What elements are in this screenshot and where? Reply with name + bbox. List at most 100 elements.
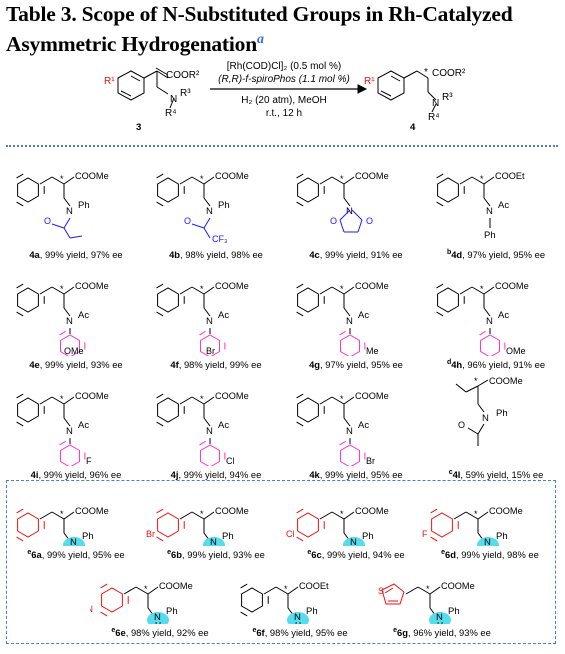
compound-4-label: 4 bbox=[410, 122, 416, 133]
svg-text:H: H bbox=[155, 620, 161, 624]
table-title: Table 3. Scope of N-Substituted Groups i… bbox=[6, 2, 561, 57]
scheme-structures bbox=[117, 67, 437, 113]
svg-text:Ac: Ac bbox=[218, 310, 229, 321]
caption-6a: e6a, 99% yield, 95% ee bbox=[6, 549, 146, 560]
svg-text:Ph: Ph bbox=[484, 230, 496, 241]
structure-6d: F*COOMeNHPh bbox=[422, 506, 523, 546]
svg-text:Ph: Ph bbox=[222, 531, 234, 542]
svg-text:Br: Br bbox=[206, 346, 215, 356]
structure-6e: O₂N*COOMeNHPh bbox=[90, 581, 193, 624]
caption-4b: 4b, 98% yield, 98% ee bbox=[146, 249, 286, 260]
svg-text:Ac: Ac bbox=[498, 310, 509, 321]
section-divider bbox=[6, 145, 558, 147]
svg-text:COOMe: COOMe bbox=[75, 171, 109, 181]
footnote-6d: e bbox=[441, 548, 446, 556]
condition-time: r.t., 12 h bbox=[265, 108, 303, 119]
svg-text:Br: Br bbox=[366, 456, 375, 466]
svg-text:COOMe: COOMe bbox=[75, 391, 109, 401]
svg-text:N: N bbox=[66, 426, 73, 437]
compound-id: 4k bbox=[309, 469, 320, 480]
compound-id: 4c bbox=[309, 249, 320, 260]
caption-6b: e6b, 99% yield, 93% ee bbox=[146, 549, 286, 560]
caption-4i: 4i, 99% yield, 96% ee bbox=[6, 469, 146, 480]
compound-6b: Br*COOMeNHPhe6b, 99% yield, 93% ee bbox=[146, 485, 286, 560]
svg-text:CF₃: CF₃ bbox=[212, 234, 228, 244]
footnote-6e: e bbox=[111, 626, 116, 634]
svg-text:O: O bbox=[330, 216, 337, 226]
svg-text:COOMe: COOMe bbox=[215, 281, 249, 291]
svg-text:*: * bbox=[340, 394, 344, 404]
svg-text:N: N bbox=[294, 612, 301, 623]
svg-text:F: F bbox=[86, 456, 92, 466]
svg-text:*: * bbox=[60, 284, 64, 294]
svg-text:N: N bbox=[482, 413, 489, 424]
compound-id: 6e bbox=[115, 627, 126, 638]
structure-6g: S*COOMeNHPh bbox=[378, 581, 475, 624]
yield-ee-text: , 96% yield, 91% ee bbox=[462, 359, 546, 370]
svg-text:COOEt: COOEt bbox=[495, 171, 525, 181]
r4-label: R⁴ bbox=[165, 108, 177, 119]
yield-ee-text: , 99% yield, 95% ee bbox=[41, 549, 125, 560]
svg-text:*: * bbox=[144, 584, 148, 594]
compound-id: 6b bbox=[171, 549, 182, 560]
svg-text:O₂N: O₂N bbox=[90, 604, 93, 614]
n-label: N bbox=[170, 94, 178, 105]
yield-ee-text: , 99% yield, 94% ee bbox=[321, 549, 405, 560]
footnote-6g: e bbox=[393, 626, 398, 634]
yield-ee-text: , 99% yield, 93% ee bbox=[39, 359, 123, 370]
caption-4l: c4l, 59% yield, 15% ee bbox=[426, 469, 565, 480]
title-line-1: Table 3. Scope of N-Substituted Groups i… bbox=[6, 2, 513, 26]
svg-text:H: H bbox=[71, 545, 77, 546]
caption-4d: b4d, 97% yield, 95% ee bbox=[426, 249, 565, 260]
svg-text:*: * bbox=[200, 284, 204, 294]
coor2-label: COOR² bbox=[166, 70, 200, 81]
yield-ee-text: , 98% yield, 92% ee bbox=[125, 627, 209, 638]
svg-text:Ph: Ph bbox=[218, 200, 230, 211]
svg-text:S: S bbox=[378, 586, 384, 596]
svg-text:Ph: Ph bbox=[448, 606, 460, 617]
compound-id: 4e bbox=[29, 359, 40, 370]
yield-ee-text: , 98% yield, 95% ee bbox=[264, 627, 348, 638]
svg-text:Ac: Ac bbox=[78, 420, 89, 431]
caption-6d: e6d, 99% yield, 98% ee bbox=[420, 549, 560, 560]
yield-ee-text: , 99% yield, 91% ee bbox=[319, 249, 403, 260]
svg-text:Ac: Ac bbox=[78, 310, 89, 321]
footnote-6c: e bbox=[307, 548, 312, 556]
svg-text:COOMe: COOMe bbox=[355, 506, 389, 516]
condition-pressure: H₂ (20 atm), MeOH bbox=[241, 95, 327, 106]
svg-text:N: N bbox=[346, 426, 353, 437]
svg-text:N: N bbox=[210, 537, 217, 546]
svg-text:COOMe: COOMe bbox=[355, 281, 389, 291]
svg-text:O: O bbox=[184, 216, 191, 226]
svg-text:N: N bbox=[436, 612, 443, 623]
caption-4e: 4e, 99% yield, 93% ee bbox=[6, 359, 146, 370]
compound-id: 6d bbox=[445, 549, 456, 560]
svg-text:COOMe: COOMe bbox=[75, 506, 109, 516]
reagent-ligand: (R,R)-f-spiroPhos (1.1 mol %) bbox=[218, 74, 350, 85]
yield-ee-text: , 99% yield, 95% ee bbox=[319, 469, 403, 480]
caption-4f: 4f, 98% yield, 99% ee bbox=[146, 359, 286, 370]
footnote-4d: b bbox=[446, 248, 452, 256]
svg-text:H: H bbox=[351, 545, 357, 546]
svg-text:Ph: Ph bbox=[496, 408, 508, 419]
footnote-6a: e bbox=[27, 548, 32, 556]
svg-text:Ph: Ph bbox=[82, 531, 94, 542]
svg-text:Ph: Ph bbox=[306, 606, 318, 617]
product-n-label: N bbox=[432, 98, 440, 109]
svg-text:COOMe: COOMe bbox=[75, 281, 109, 291]
svg-text:*: * bbox=[200, 509, 204, 519]
svg-text:*: * bbox=[474, 376, 478, 386]
svg-text:COOMe: COOMe bbox=[215, 171, 249, 181]
svg-text:*: * bbox=[480, 284, 484, 294]
